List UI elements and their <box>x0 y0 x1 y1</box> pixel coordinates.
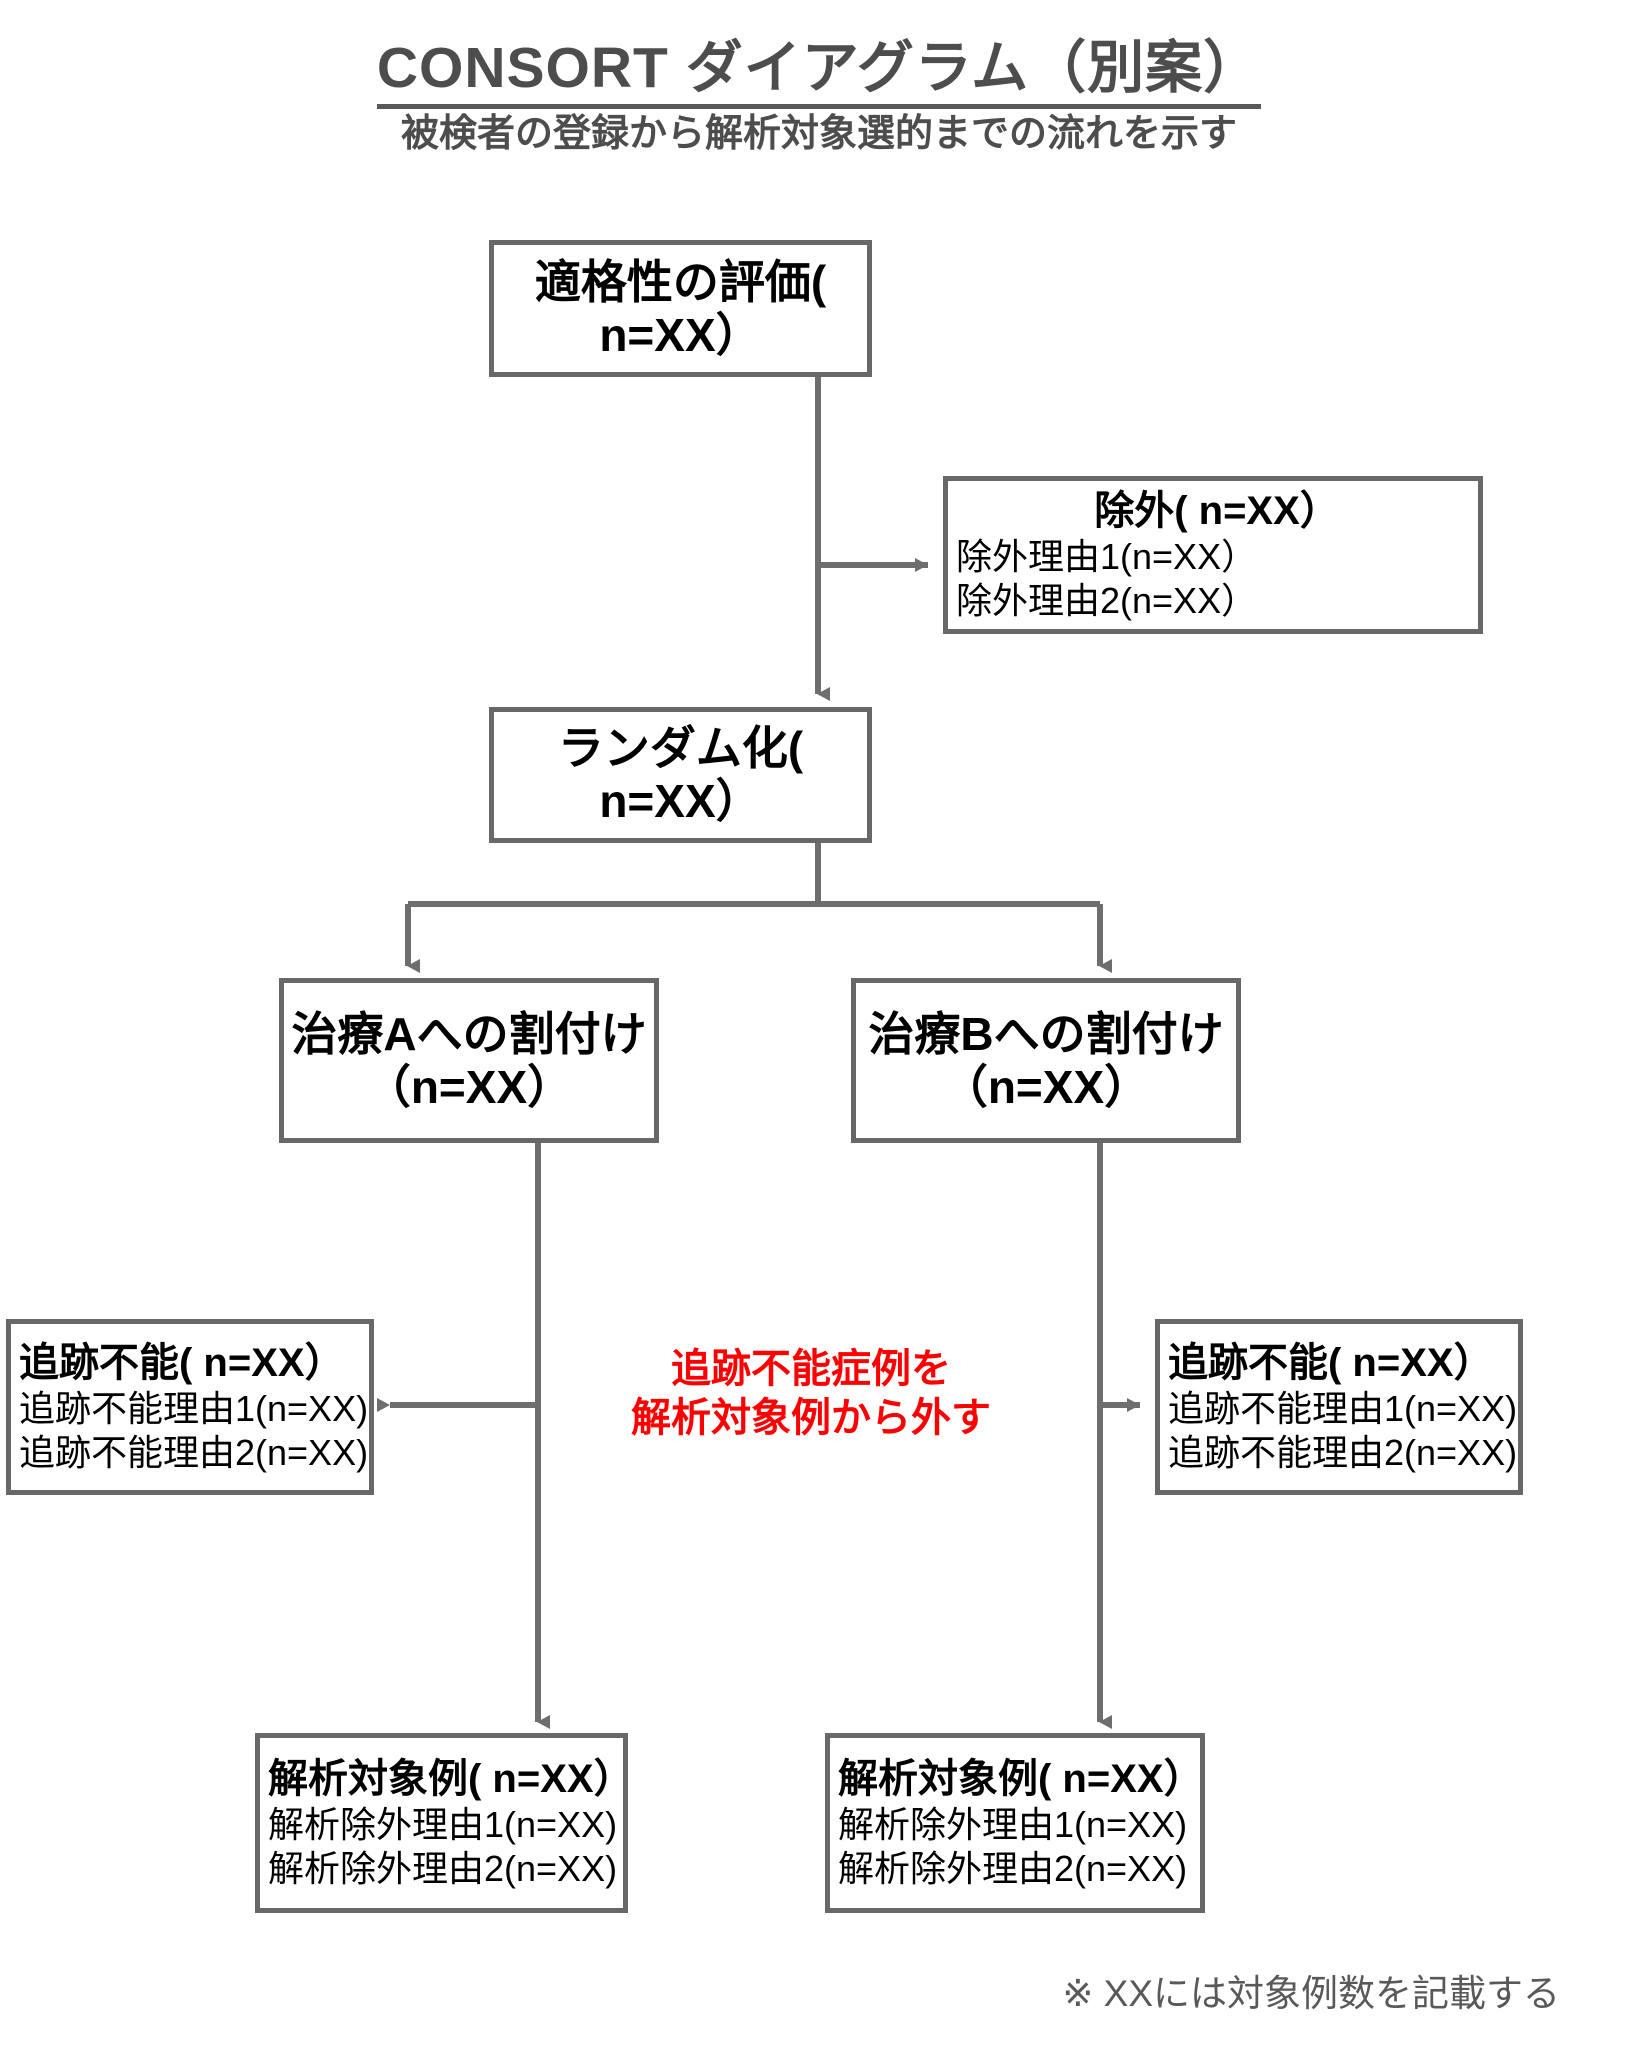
node-analysis-b-reason-2: 解析除外理由2(n=XX) <box>838 1847 1188 1889</box>
node-analysis-b-header: 解析対象例( n=XX） <box>838 1757 1204 1802</box>
node-analysis-a-header: 解析対象例( n=XX） <box>268 1757 634 1802</box>
node-treatment-b-line-2: （n=XX） <box>941 1060 1151 1113</box>
node-excluded-reason-1: 除外理由1(n=XX） <box>956 536 1258 578</box>
node-randomization-header: ランダム化( n=XX） <box>557 722 804 827</box>
node-randomization[interactable]: ランダム化( n=XX） <box>489 707 872 843</box>
page-subtitle: 被検者の登録から解析対象選的までの流れを示す <box>400 113 1237 155</box>
node-eligibility-assessment[interactable]: 適格性の評価( n=XX） <box>489 240 872 377</box>
annotation-line-2: 解析対象例から外す <box>631 1395 991 1440</box>
node-lost-to-followup-a[interactable]: 追跡不能( n=XX） 追跡不能理由1(n=XX) 追跡不能理由2(n=XX) <box>6 1319 374 1495</box>
node-analysis-a-reason-2: 解析除外理由2(n=XX) <box>268 1847 618 1889</box>
node-treatment-a-line-1: 治療Aへの割付け <box>291 1007 647 1060</box>
node-lost-b-header: 追跡不能( n=XX） <box>1168 1341 1494 1386</box>
node-excluded-reason-2: 除外理由2(n=XX） <box>956 579 1258 621</box>
annotation-line-1: 追跡不能症例を <box>671 1347 951 1391</box>
node-treatment-a-allocation[interactable]: 治療Aへの割付け （n=XX） <box>279 978 659 1143</box>
node-eligibility-header: 適格性の評価( n=XX） <box>534 255 827 361</box>
node-lost-b-reason-2: 追跡不能理由2(n=XX) <box>1168 1431 1518 1473</box>
node-lost-a-header: 追跡不能( n=XX） <box>19 1341 345 1386</box>
node-lost-a-reason-2: 追跡不能理由2(n=XX) <box>19 1431 369 1473</box>
page-title: CONSORT ダイアグラム（別案） <box>0 22 1638 109</box>
node-treatment-b-allocation[interactable]: 治療Bへの割付け （n=XX） <box>851 978 1241 1143</box>
footnote-note: ※ XXには対象例数を記載する <box>1062 1973 1560 2014</box>
node-lost-b-reason-1: 追跡不能理由1(n=XX) <box>1168 1388 1518 1430</box>
node-lost-to-followup-b[interactable]: 追跡不能( n=XX） 追跡不能理由1(n=XX) 追跡不能理由2(n=XX) <box>1155 1319 1523 1495</box>
annotation-exclude-lost-cases: 追跡不能症例を 解析対象例から外す <box>581 1345 1041 1443</box>
node-treatment-b-line-1: 治療Bへの割付け <box>868 1007 1224 1060</box>
node-treatment-a-line-2: （n=XX） <box>364 1060 574 1113</box>
node-excluded[interactable]: 除外( n=XX） 除外理由1(n=XX） 除外理由2(n=XX） <box>943 476 1483 634</box>
node-excluded-header: 除外( n=XX） <box>1094 489 1340 534</box>
node-analysis-a-reason-1: 解析除外理由1(n=XX) <box>268 1804 618 1846</box>
node-analysis-set-a[interactable]: 解析対象例( n=XX） 解析除外理由1(n=XX) 解析除外理由2(n=XX) <box>255 1733 634 1913</box>
node-analysis-b-reason-1: 解析除外理由1(n=XX) <box>838 1804 1188 1846</box>
node-analysis-set-b[interactable]: 解析対象例( n=XX） 解析除外理由1(n=XX) 解析除外理由2(n=XX) <box>825 1733 1205 1913</box>
node-lost-a-reason-1: 追跡不能理由1(n=XX) <box>19 1388 369 1430</box>
page-title-text: CONSORT ダイアグラム（別案） <box>376 36 1262 109</box>
